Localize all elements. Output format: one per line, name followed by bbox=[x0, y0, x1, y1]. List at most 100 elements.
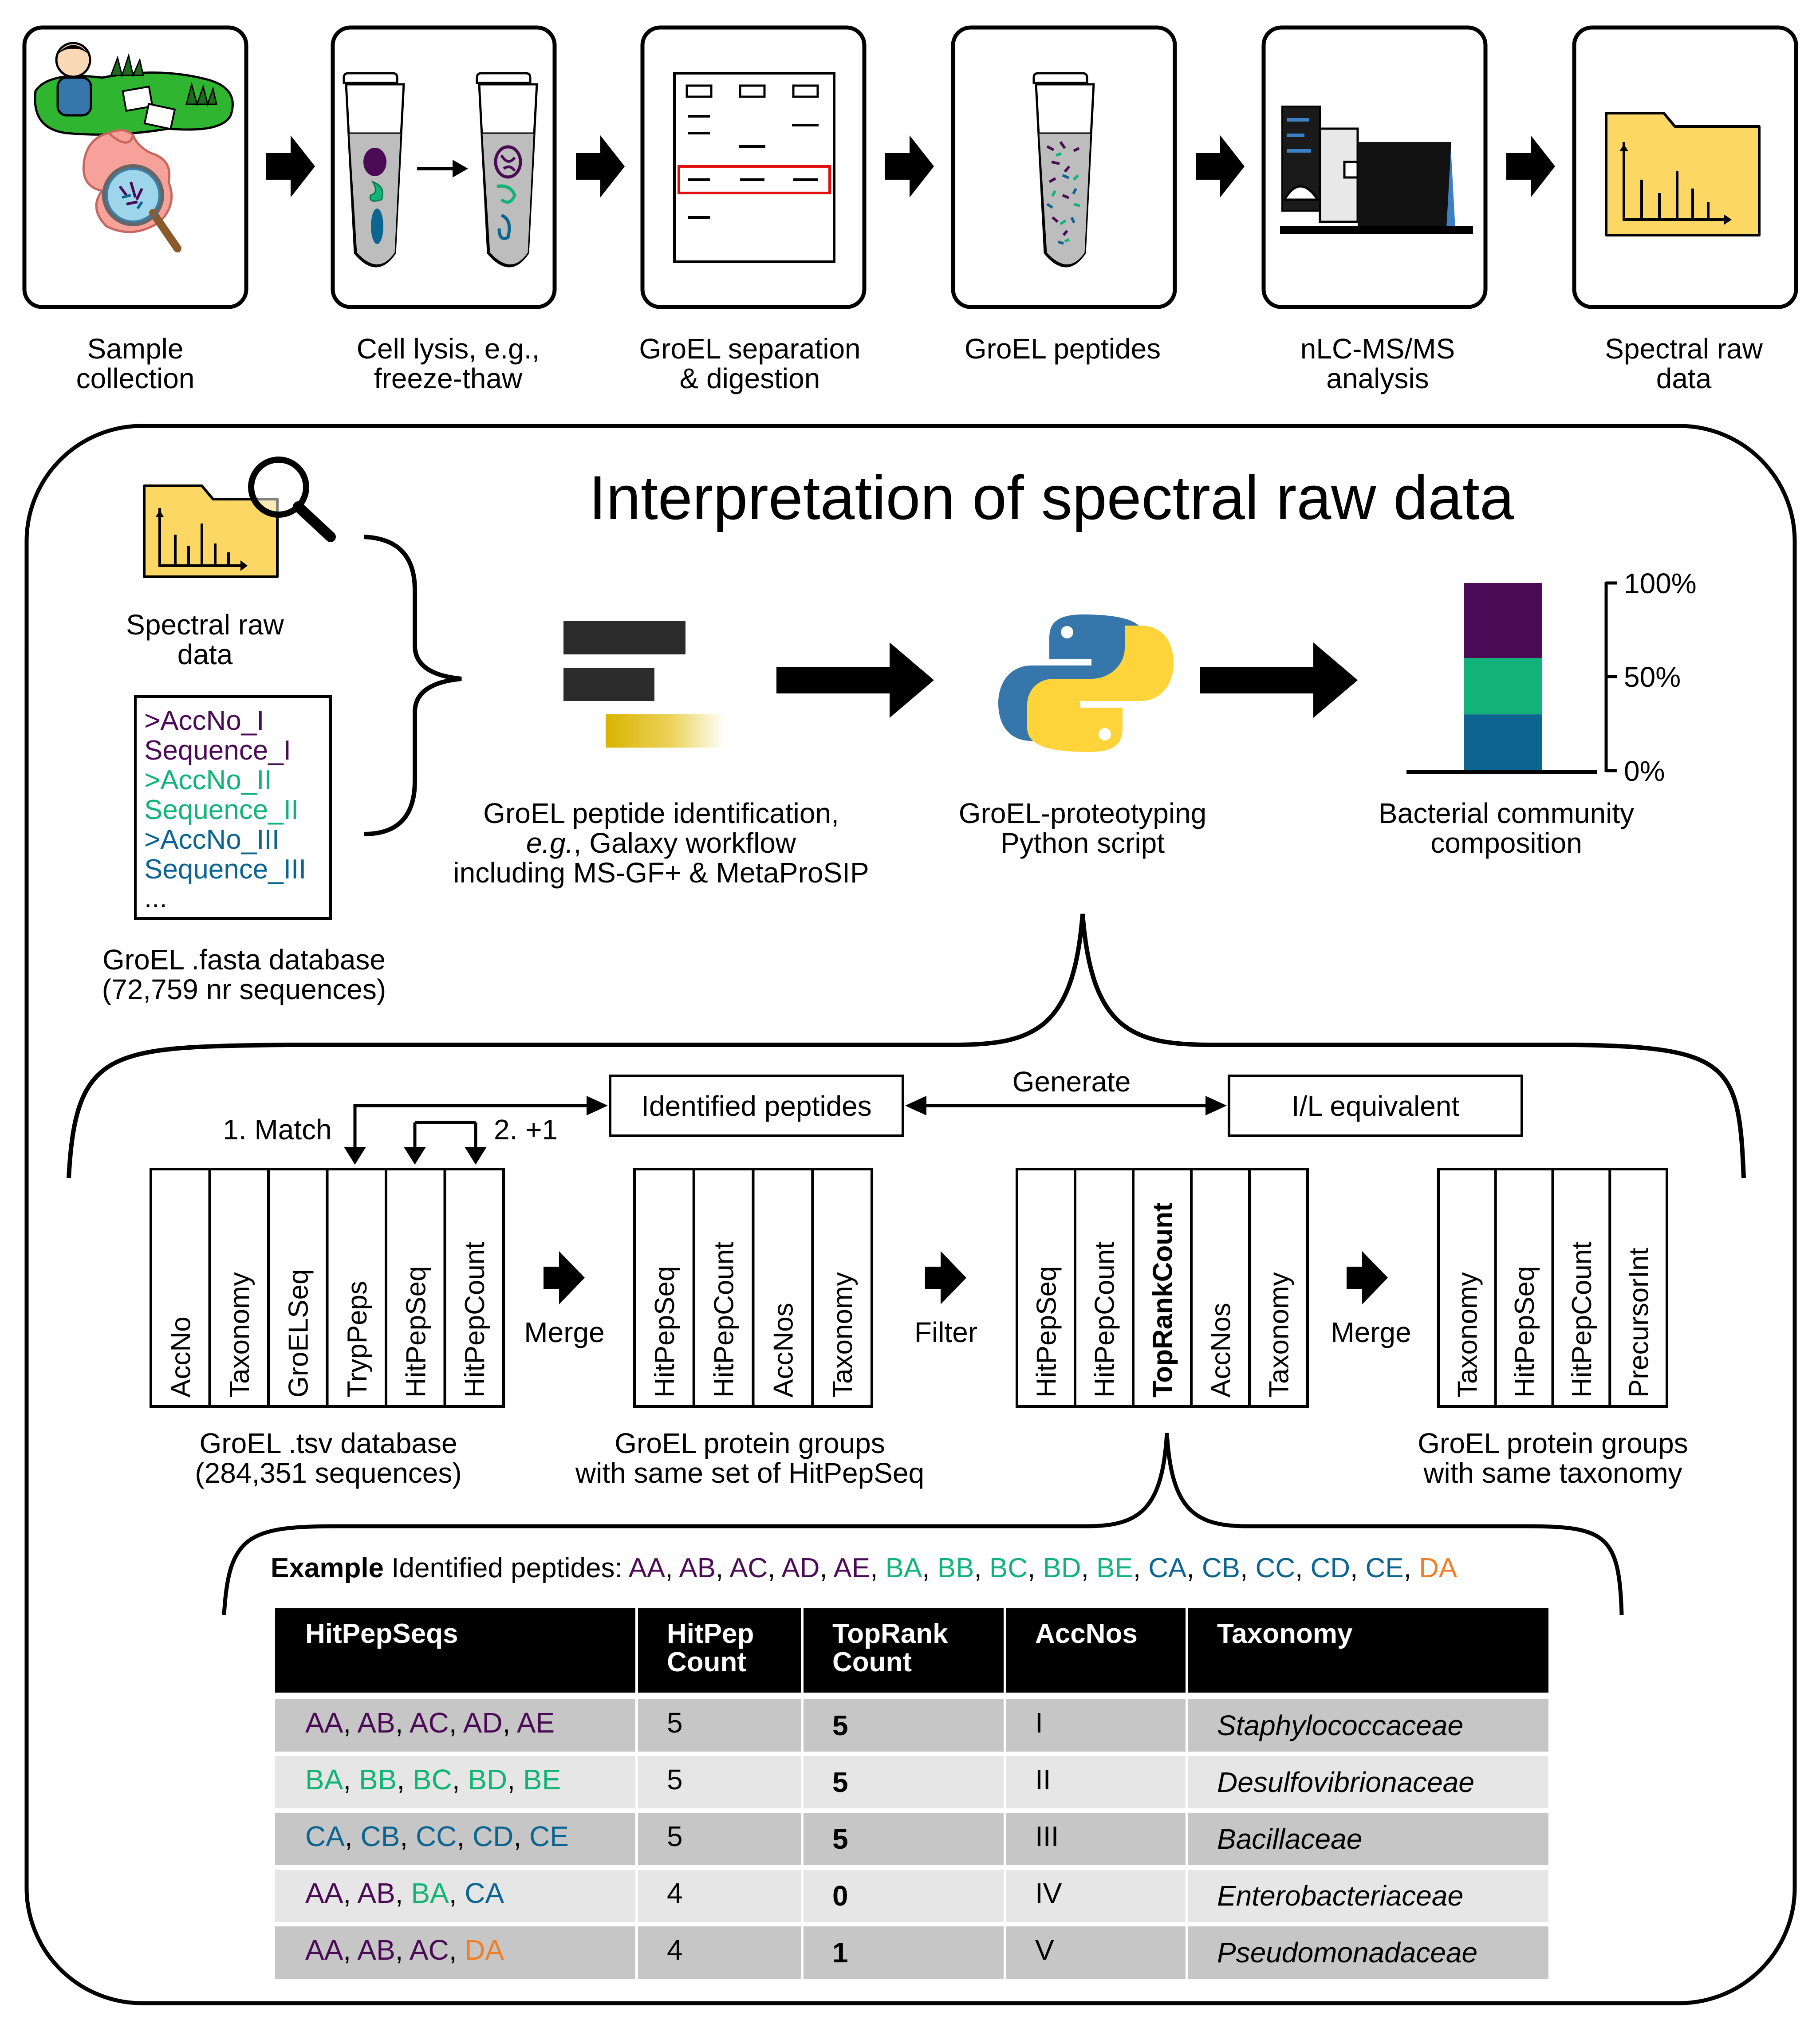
groups-caption-line2: with same set of HitPepSeq bbox=[575, 1457, 924, 1489]
peptide: BC bbox=[413, 1764, 452, 1796]
example-bold-label: Example bbox=[271, 1553, 384, 1583]
tsv-caption-line2: (284,351 sequences) bbox=[195, 1457, 461, 1489]
example-peptides-line: Example Identified peptides: AA, AB, AC,… bbox=[271, 1553, 1458, 1583]
row-bg bbox=[275, 1756, 1548, 1808]
merge-label-2: Merge bbox=[1331, 1316, 1411, 1348]
filter-arrow bbox=[925, 1251, 966, 1304]
match-connectors bbox=[344, 1096, 608, 1165]
peptide: AA bbox=[305, 1707, 343, 1739]
magnifier-icon bbox=[248, 457, 309, 518]
step-label-line2: collection bbox=[76, 362, 195, 394]
cell-lysis-icon bbox=[343, 72, 538, 268]
toprank-count-cell: 1 bbox=[832, 1937, 848, 1969]
separator: , bbox=[395, 1934, 410, 1966]
bar-axis-ticks bbox=[1606, 581, 1617, 772]
python-logo-icon bbox=[998, 614, 1174, 752]
column-table-frame bbox=[1016, 1168, 1309, 1408]
bar-segment-group3 bbox=[1464, 583, 1542, 658]
example-peptide: CE bbox=[1366, 1553, 1404, 1583]
separator: , bbox=[343, 1934, 357, 1966]
accnos-cell: II bbox=[1035, 1764, 1051, 1796]
column-header: PrecursorInt bbox=[1624, 1248, 1655, 1398]
tube-after bbox=[476, 72, 538, 268]
column-header: Taxonomy bbox=[1452, 1272, 1483, 1398]
example-prefix: Identified peptides: bbox=[384, 1553, 629, 1583]
toprank-count-cell: 5 bbox=[832, 1709, 848, 1741]
hitpep-count-cell: 5 bbox=[667, 1820, 683, 1852]
toprank-count-cell: 5 bbox=[832, 1823, 848, 1855]
community-label-line2: composition bbox=[1430, 827, 1582, 859]
example-peptide: CD bbox=[1310, 1553, 1350, 1583]
separator: , bbox=[400, 1820, 416, 1852]
separator: , bbox=[1133, 1553, 1148, 1583]
taxonomy-cell: Staphylococcaceae bbox=[1217, 1709, 1463, 1741]
python-label-line2: Python script bbox=[1001, 827, 1165, 859]
tsv-caption-line1: GroEL .tsv database bbox=[199, 1427, 457, 1459]
il-equivalent-box bbox=[1228, 1075, 1523, 1137]
column-header: HitPepSeq bbox=[650, 1266, 680, 1398]
fasta-database-box: >AccNo_I Sequence_I >AccNo_II Sequence_I… bbox=[134, 695, 332, 920]
accnos-cell: IV bbox=[1035, 1877, 1062, 1909]
column-header: AccNo bbox=[165, 1316, 196, 1398]
galaxy-label-line2: e.g., Galaxy workflow bbox=[526, 827, 796, 859]
workflow-arrow bbox=[266, 135, 315, 197]
separator: , bbox=[1404, 1553, 1419, 1583]
fasta-line: >AccNo_III bbox=[144, 824, 280, 855]
step-label-line1: GroEL separation bbox=[639, 333, 860, 365]
separator: , bbox=[1240, 1553, 1255, 1583]
row-bg bbox=[275, 1699, 1548, 1752]
input-brace bbox=[363, 535, 462, 836]
column-header: AccNos bbox=[1206, 1303, 1237, 1398]
separator: , bbox=[513, 1820, 529, 1852]
table-header-cell: TopRank bbox=[832, 1618, 948, 1649]
example-peptide: CA bbox=[1148, 1553, 1187, 1583]
script-detail-brace bbox=[67, 914, 1746, 1178]
peptide: AB bbox=[357, 1707, 395, 1739]
il-equivalent-label: I/L equivalent bbox=[1292, 1090, 1460, 1122]
table-header-cell: HitPepSeqs bbox=[305, 1618, 458, 1649]
galaxy-workflow-icon bbox=[563, 621, 725, 748]
fasta-line: >AccNo_II bbox=[144, 765, 272, 795]
example-peptide: AC bbox=[729, 1553, 768, 1583]
peptide: AE bbox=[517, 1707, 555, 1739]
table-header-cell: Count bbox=[832, 1647, 912, 1678]
match-label: 1. Match bbox=[223, 1114, 331, 1146]
identified-peptides-label: Identified peptides bbox=[641, 1090, 872, 1122]
raw-data-search-icon bbox=[143, 457, 336, 578]
column-header: HitPepSeq bbox=[1032, 1266, 1062, 1398]
step-label-line1: Sample bbox=[87, 333, 184, 365]
peptide: BB bbox=[359, 1764, 397, 1796]
step-label-line1: Cell lysis, e.g., bbox=[357, 333, 540, 365]
taxonomy-cell: Desulfovibrionaceae bbox=[1217, 1766, 1474, 1798]
identified-peptides-box bbox=[609, 1075, 904, 1137]
peptide: BE bbox=[523, 1764, 561, 1796]
fasta-label-line1: GroEL .fasta database bbox=[102, 944, 386, 976]
example-peptide: CC bbox=[1255, 1553, 1295, 1583]
raw-data-label-line1: Spectral raw bbox=[126, 609, 284, 641]
interpretation-frame bbox=[24, 424, 1797, 2005]
row-bg bbox=[275, 1870, 1548, 1922]
axis-tick-0: 0% bbox=[1624, 755, 1665, 787]
step-label-line2: data bbox=[1656, 362, 1712, 394]
merge-label-1: Merge bbox=[524, 1316, 604, 1348]
hitpepseqs-cell: AA, AB, AC, AD, AE bbox=[305, 1707, 555, 1739]
column-header: Taxonomy bbox=[827, 1272, 858, 1398]
separator: , bbox=[343, 1707, 357, 1739]
column-header: HitPepCount bbox=[1090, 1241, 1120, 1398]
peptide: AC bbox=[410, 1934, 449, 1966]
fasta-label-line2: (72,759 nr sequences) bbox=[102, 973, 386, 1005]
plus1-label: 2. +1 bbox=[494, 1114, 558, 1146]
example-peptide: AE bbox=[833, 1553, 870, 1583]
separator: , bbox=[1350, 1553, 1365, 1583]
python-label-line1: GroEL-proteotyping bbox=[959, 797, 1207, 829]
toprank-count-cell: 0 bbox=[832, 1880, 848, 1912]
step-label-line2: & digestion bbox=[680, 362, 820, 394]
sample-collection-icon bbox=[34, 42, 234, 252]
separator: , bbox=[665, 1553, 679, 1583]
